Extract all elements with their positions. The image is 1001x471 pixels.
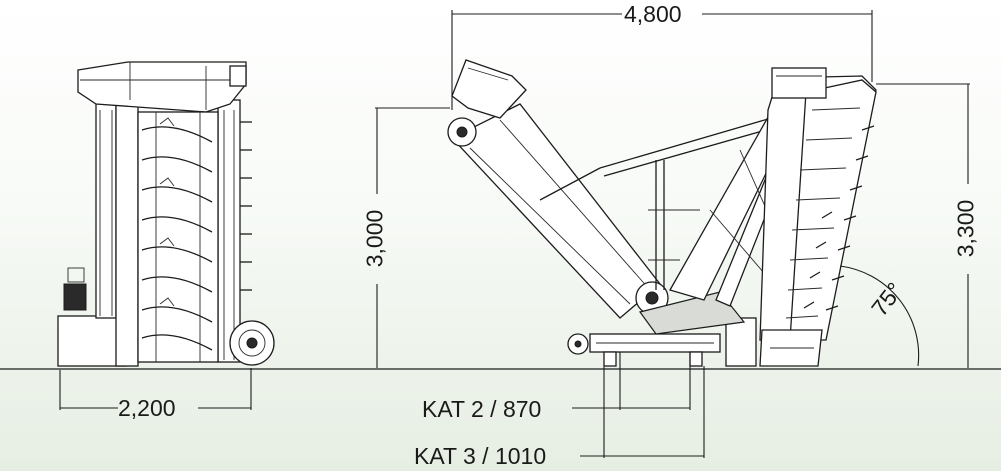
dim-height-left [375, 107, 450, 368]
label-kat3: KAT 3 / 1010 [414, 443, 547, 469]
elevator-belt [789, 79, 877, 341]
auger-blades [137, 111, 219, 363]
upper-strut [599, 111, 793, 169]
dim-height-right [876, 83, 970, 368]
right-upright [217, 99, 241, 363]
elevator-head [771, 67, 827, 99]
label-total-length: 4,800 [624, 1, 682, 27]
motor [63, 283, 87, 311]
support-block [725, 317, 757, 367]
front-view-machine [57, 61, 275, 367]
inner-upright [115, 103, 139, 367]
top-hood [77, 61, 247, 113]
dim-kat [572, 352, 705, 458]
label-height-right: 3,300 [952, 199, 979, 258]
motor-cap [67, 267, 85, 283]
label-height-left: 3,000 [361, 209, 388, 268]
dim-total-length [451, 10, 873, 110]
dim-base-width [59, 368, 252, 410]
angle-arc [839, 265, 920, 367]
drive-housing [638, 291, 746, 335]
inclined-conveyor [450, 103, 661, 319]
side-view-machine [447, 59, 877, 367]
label-base-width: 2,200 [118, 395, 176, 421]
label-kat2: KAT 2 / 870 [422, 396, 542, 422]
left-upright [95, 99, 117, 319]
side-teeth [240, 121, 252, 291]
